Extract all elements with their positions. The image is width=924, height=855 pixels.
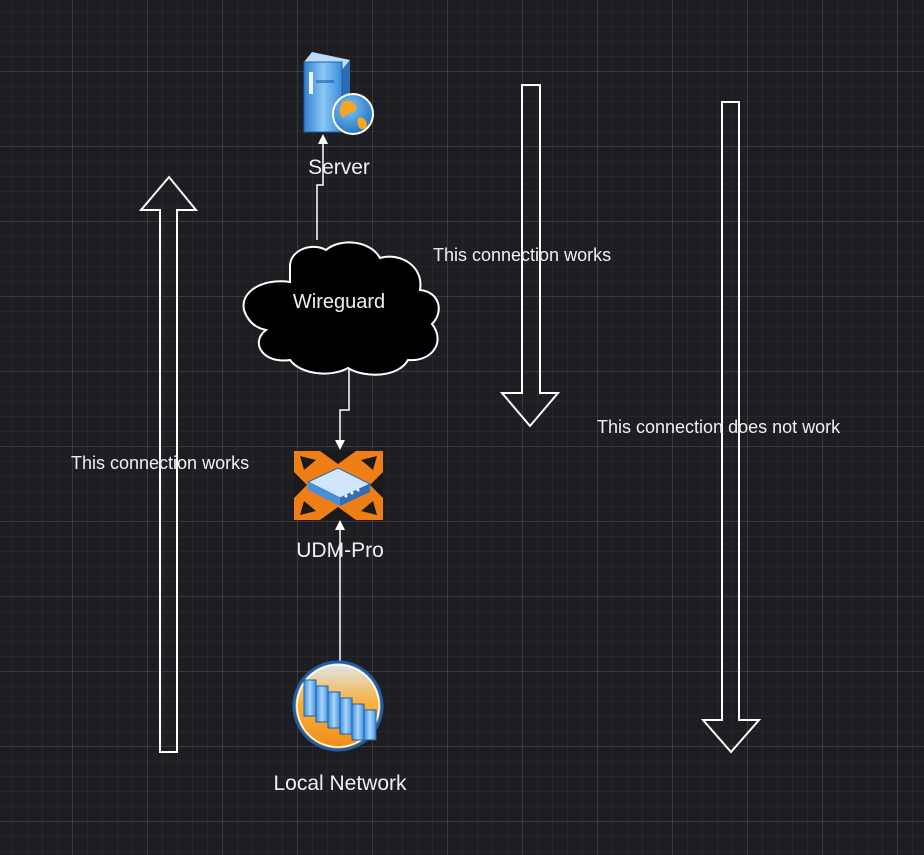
- web-server-icon[interactable]: [303, 52, 374, 135]
- middle-down-arrow: [499, 84, 561, 428]
- right-arrow-annotation: This connection does not work: [597, 417, 841, 437]
- cloud-icon[interactable]: [242, 241, 440, 376]
- server-label: Server: [308, 156, 370, 179]
- udm-pro-label: UDM-Pro: [296, 539, 384, 562]
- middle-arrow-annotation: This connection works: [433, 245, 612, 265]
- server-cluster-icon[interactable]: [292, 660, 384, 752]
- left-up-arrow: [138, 175, 199, 753]
- left-arrow-annotation: This connection works: [71, 453, 250, 473]
- wireguard-label: Wireguard: [292, 291, 386, 313]
- connector-wireguard-to-udm: [335, 368, 350, 450]
- local-network-label: Local Network: [273, 772, 407, 795]
- router-icon[interactable]: [294, 451, 383, 520]
- connector-wireguard-to-server: [316, 134, 328, 240]
- connector-lan-to-udm: [335, 520, 345, 662]
- right-down-arrow: [700, 101, 762, 754]
